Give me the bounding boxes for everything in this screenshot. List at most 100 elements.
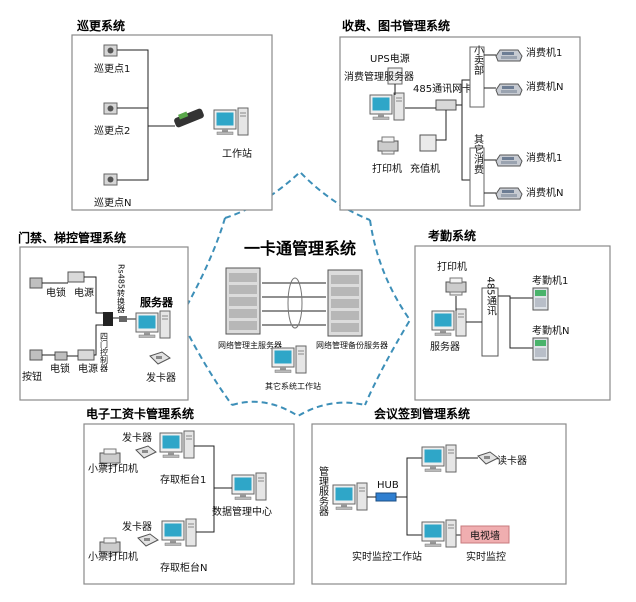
patrol-point1-label: 巡更点1 (94, 63, 130, 75)
patrol-point2-label: 巡更点2 (94, 125, 130, 137)
netcard-icon (435, 99, 457, 111)
access-server-label: 服务器 (140, 295, 174, 309)
charge-pos-wire (484, 54, 496, 194)
charge-store-label: 小卖部 (472, 45, 484, 76)
access-lock2-label: 电锁 (50, 362, 70, 375)
attendance-server-label: 服务器 (430, 340, 460, 353)
meeting-ws-label: 实时监控工作站 (352, 550, 422, 563)
other-workstation-icon (271, 345, 307, 374)
access-controller-label: 四门控制器 (100, 332, 109, 373)
link-bundle (287, 277, 303, 329)
power-icon (77, 349, 95, 361)
hub-icon (375, 492, 397, 502)
salary-title: 电子工资卡管理系统 (86, 406, 194, 421)
charge-panel: 收费、图书管理系统 UPS电源 消费管理服务器 打印机 485通讯网卡 充值机 … (339, 18, 581, 211)
patrol-wire (117, 49, 175, 181)
meeting-wire (367, 457, 478, 536)
charge-posNb-label: 消费机N (526, 186, 563, 199)
attendance-devN-label: 考勤机N (532, 324, 569, 337)
center-other-ws-label: 其它系统工作站 (265, 381, 321, 391)
salary-printer2-label: 小票打印机 (88, 550, 138, 563)
charge-posN-label: 消费机N (526, 80, 563, 93)
patrol-point-icon (103, 44, 118, 57)
charge-netcard-label: 485通讯网卡 (413, 82, 472, 95)
other-box (469, 147, 485, 207)
charge-other-label: 其它消费 (472, 134, 484, 175)
charge-pos1-label: 消费机1 (526, 46, 562, 59)
recharger-icon (419, 134, 437, 152)
center-main-server-label: 网络管理主服务器 (218, 340, 282, 350)
patrol-title: 巡更系统 (77, 18, 125, 33)
button-icon (29, 349, 43, 361)
patrol-reader-icon (174, 108, 204, 128)
access-title: 门禁、梯控管理系统 (18, 230, 126, 245)
charge-server-label: 消费管理服务器 (344, 70, 414, 83)
access-converter-label: Rs485转换器 (117, 264, 126, 314)
store-box (469, 46, 485, 108)
attendance-device-icon (532, 287, 549, 311)
lock-icon (29, 277, 43, 289)
access-issuer-label: 发卡器 (146, 371, 176, 384)
salary-cabinetN-label: 存取柜台N (160, 561, 207, 574)
salary-panel: 电子工资卡管理系统 发卡器 小票打印机 存取柜台1 发卡器 小票打印机 存取柜台… (83, 406, 295, 585)
power-icon (67, 271, 85, 283)
center-system: 一卡通管理系统 网络管理主服务器 网络管理备份服务器 其它系统工作站 (218, 239, 388, 391)
salary-wire (194, 445, 232, 533)
center-backup-server-label: 网络管理备份服务器 (316, 340, 388, 350)
salary-printer1-label: 小票打印机 (88, 462, 138, 475)
salary-datacenter-label: 数据管理中心 (212, 505, 272, 518)
charge-title: 收费、图书管理系统 (342, 18, 450, 33)
access-lock1-label: 电锁 (46, 286, 66, 299)
pos-terminal-icon (495, 83, 523, 96)
charge-pos1b-label: 消费机1 (526, 151, 562, 164)
attendance-title: 考勤系统 (428, 228, 476, 243)
access-panel: 门禁、梯控管理系统 电锁 电源 按钮 电锁 电源 四门控制器 Rs485转换器 … (18, 230, 189, 401)
patrol-panel: 巡更系统 巡更点1 巡更点2 巡更点N 工作站 (71, 18, 273, 211)
charge-ups-label: UPS电源 (370, 52, 410, 65)
pos-terminal-icon (495, 187, 523, 200)
meeting-panel: 会议签到管理系统 管理服务器 HUB 读卡器 实时监控工作站 电视墙 实时监控 (311, 406, 567, 585)
attendance-panel: 考勤系统 打印机 服务器 485通讯 考勤机1 考勤机N (414, 228, 611, 401)
access-power1-label: 电源 (74, 286, 94, 299)
attendance-box (414, 245, 611, 401)
patrol-point-icon (103, 173, 118, 186)
converter-icon (119, 316, 127, 322)
attendance-device-icon (532, 337, 549, 361)
controller-icon (103, 312, 113, 326)
main-server-icon (225, 267, 261, 335)
center-links (262, 282, 326, 326)
access-wire (42, 276, 136, 357)
attendance-comm-label: 485通讯 (485, 276, 497, 316)
patrol-pointN-label: 巡更点N (94, 197, 131, 209)
salary-issuer2-label: 发卡器 (122, 520, 152, 533)
tv-wall-box (460, 525, 510, 544)
lock-icon (54, 351, 68, 361)
access-power2-label: 电源 (78, 362, 98, 375)
pos-terminal-icon (495, 154, 523, 167)
meeting-reader-label: 读卡器 (497, 454, 527, 467)
meeting-hub-label: HUB (377, 480, 399, 491)
attendance-printer-label: 打印机 (437, 260, 467, 273)
salary-issuer1-label: 发卡器 (122, 431, 152, 444)
center-title: 一卡通管理系统 (244, 239, 356, 258)
charge-wire (394, 79, 470, 181)
ring-arc-right (364, 219, 412, 406)
attendance-wire (455, 295, 533, 349)
access-button-label: 按钮 (22, 370, 42, 383)
meeting-tvwall-label: 电视墙 (470, 529, 500, 542)
salary-cabinet1-label: 存取柜台1 (160, 473, 206, 486)
meeting-title: 会议签到管理系统 (374, 406, 470, 421)
charge-box (339, 36, 581, 211)
pos-terminal-icon (495, 49, 523, 62)
meeting-monitor-label: 实时监控 (466, 550, 506, 563)
patrol-point-icon (103, 102, 118, 115)
attendance-dev1-label: 考勤机1 (532, 274, 568, 287)
meeting-server-label: 管理服务器 (317, 465, 329, 517)
ring-arc-left (178, 217, 233, 406)
backup-server-icon (327, 269, 363, 337)
charge-recharger-label: 充值机 (410, 162, 440, 175)
ring-arc-bottom (231, 400, 366, 418)
patrol-workstation-label: 工作站 (222, 147, 252, 160)
charge-printer-label: 打印机 (372, 162, 402, 175)
